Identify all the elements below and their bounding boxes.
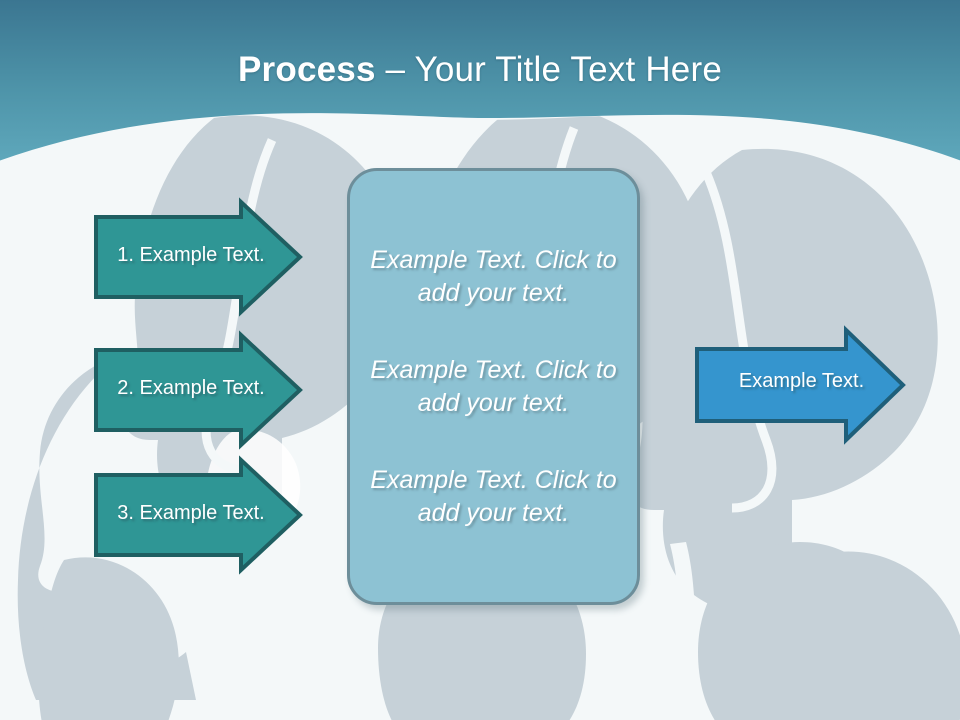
result-arrow[interactable]: Example Text. <box>694 325 906 445</box>
process-arrow-2[interactable]: 2. Example Text. <box>93 330 303 450</box>
right-arrow-icon <box>94 455 303 575</box>
center-paragraph-1: Example Text. Click to add your text. <box>370 245 617 307</box>
process-arrow-3-label: 3. Example Text. <box>117 502 265 524</box>
result-arrow-label: Example Text. <box>738 370 865 392</box>
process-arrow-3[interactable]: 3. Example Text. <box>93 455 303 575</box>
page-title-strong: Process <box>238 50 376 89</box>
right-arrow-icon <box>695 325 906 445</box>
right-arrow-icon <box>94 197 303 317</box>
page-title-rest: – Your Title Text Here <box>375 50 722 89</box>
center-text-box[interactable]: Example Text. Click to add your text. Ex… <box>347 168 640 605</box>
right-arrow-icon <box>94 330 303 450</box>
center-paragraph-3: Example Text. Click to add your text. <box>370 465 617 527</box>
page-title: Process – Your Title Text Here <box>0 48 960 92</box>
center-paragraph-2: Example Text. Click to add your text. <box>370 355 617 417</box>
process-arrow-1-label: 1. Example Text. <box>117 244 265 266</box>
process-arrow-1[interactable]: 1. Example Text. <box>93 197 303 317</box>
process-arrow-2-label: 2. Example Text. <box>117 377 265 399</box>
